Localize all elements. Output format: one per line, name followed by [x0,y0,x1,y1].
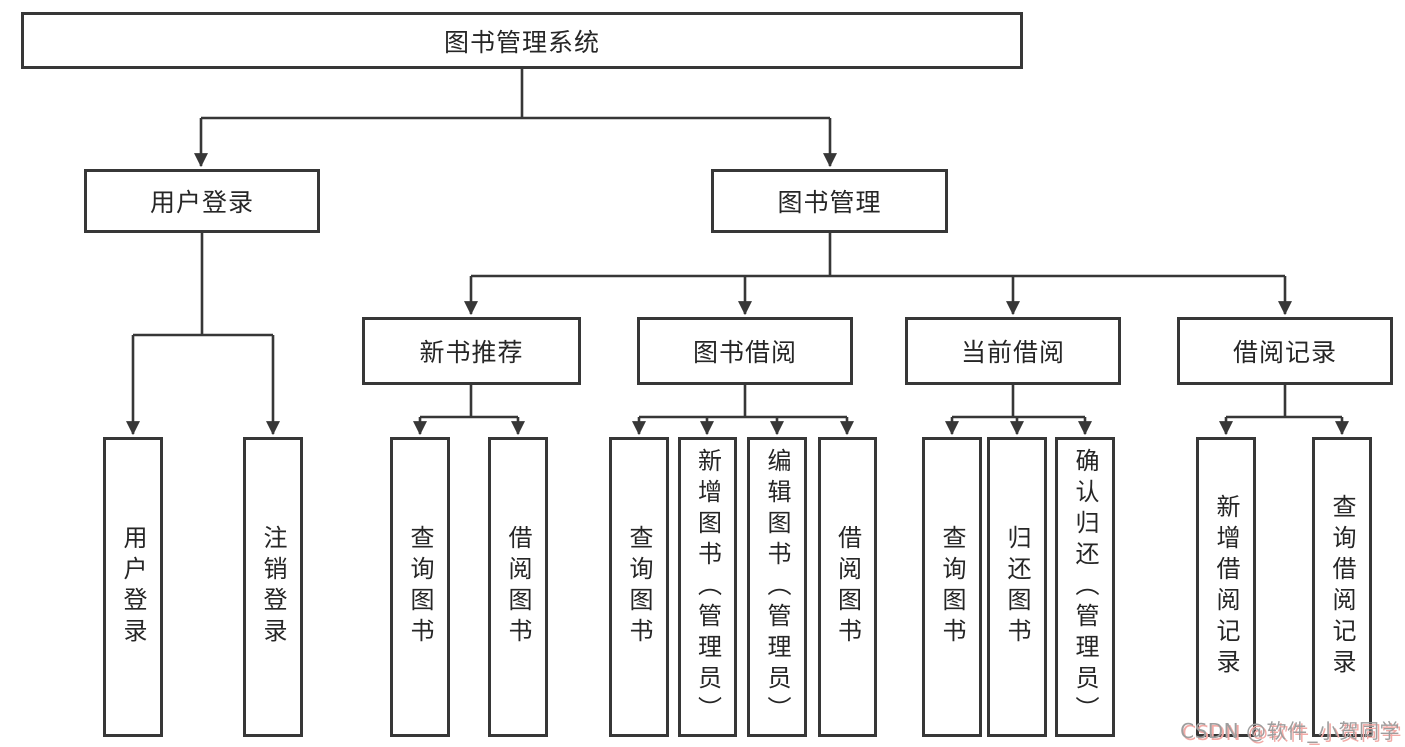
leaf-borrow-query-books-label: 查询图书 [625,525,653,649]
connector-root [201,68,830,120]
node-root: 图书管理系统 [21,12,1023,69]
node-book-borrow: 图书借阅 [637,317,853,385]
leaf-current-query-books-label: 查询图书 [938,525,966,649]
node-current-borrow: 当前借阅 [905,317,1121,385]
node-root-label: 图书管理系统 [443,27,600,57]
leaf-newbooks-query-books: 查询图书 [390,437,450,737]
leaf-borrow-add-books-admin-label: 新增图书（管理员） [693,447,722,727]
node-book-management-label: 图书管理 [777,188,882,217]
leaf-borrow-borrow-books: 借阅图书 [818,437,877,737]
node-user-login: 用户登录 [84,169,320,233]
leaf-logout-label: 注销登录 [259,525,287,649]
node-new-book-recommend-label: 新书推荐 [419,338,524,367]
leaf-current-return-books: 归还图书 [987,437,1047,737]
leaf-borrow-edit-books-admin-label: 编辑图书（管理员） [763,447,791,727]
node-current-borrow-label: 当前借阅 [960,338,1065,367]
leaf-logout: 注销登录 [243,437,303,737]
leaf-records-query-record-label: 查询借阅记录 [1328,494,1356,680]
node-borrow-records-label: 借阅记录 [1232,338,1337,367]
leaf-borrow-query-books: 查询图书 [609,437,669,737]
connector-user-login [133,232,273,337]
leaf-records-query-record: 查询借阅记录 [1312,437,1372,737]
leaf-newbooks-query-books-label: 查询图书 [406,525,434,649]
leaf-current-confirm-return-admin: 确认归还（管理员） [1055,437,1115,737]
leaf-newbooks-borrow-books: 借阅图书 [488,437,548,737]
leaf-current-confirm-return-admin-label: 确认归还（管理员） [1071,447,1099,727]
node-borrow-records: 借阅记录 [1177,317,1393,385]
node-book-borrow-label: 图书借阅 [692,338,797,367]
connector-current-borrow [952,385,1085,419]
leaf-borrow-borrow-books-label: 借阅图书 [833,525,862,649]
watermark: CSDN @软件_小贺同学 [1180,719,1400,743]
leaf-current-return-books-label: 归还图书 [1003,525,1031,649]
leaf-user-login: 用户登录 [103,437,163,737]
connector-book-borrow [639,385,847,419]
node-new-book-recommend: 新书推荐 [362,317,581,385]
leaf-user-login-label: 用户登录 [119,525,147,649]
connector-book-management [471,232,1285,278]
leaf-borrow-edit-books-admin: 编辑图书（管理员） [747,437,807,737]
leaf-newbooks-borrow-books-label: 借阅图书 [504,525,532,649]
leaf-records-add-record: 新增借阅记录 [1196,437,1256,737]
node-book-management: 图书管理 [711,169,948,233]
node-user-login-label: 用户登录 [149,188,254,217]
leaf-borrow-add-books-admin: 新增图书（管理员） [678,437,737,737]
connector-new-book [420,385,518,419]
leaf-records-add-record-label: 新增借阅记录 [1212,494,1240,680]
connector-borrow-records [1226,385,1342,419]
leaf-current-query-books: 查询图书 [922,437,982,737]
